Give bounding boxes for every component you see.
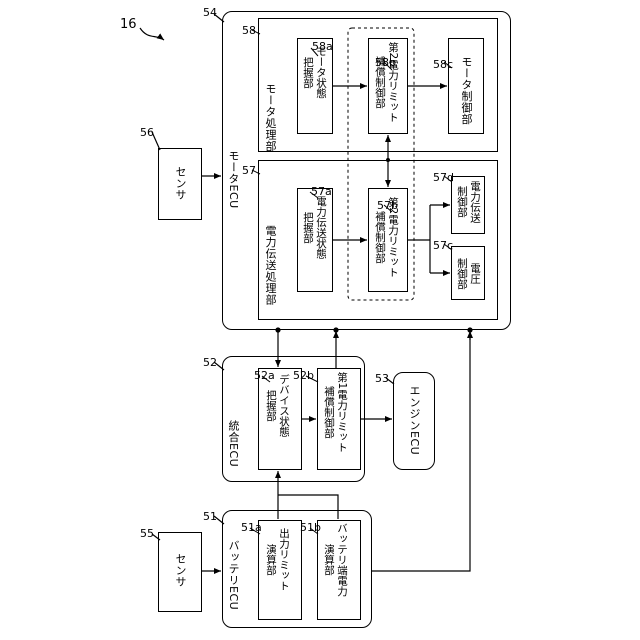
leader-sensor-bottom xyxy=(152,534,160,540)
tick-51a xyxy=(250,528,260,534)
junction-motor-right xyxy=(467,327,472,332)
leader-engine-ecu xyxy=(386,378,394,384)
tick-58a xyxy=(311,48,318,56)
tick-57 xyxy=(252,170,260,174)
dashed-enclosure xyxy=(348,28,414,300)
line-battery-to-motor-right xyxy=(372,332,470,571)
tick-57b xyxy=(384,205,392,212)
tick-57a xyxy=(310,192,318,198)
tick-51b xyxy=(310,528,318,534)
junction-comp-link xyxy=(386,158,390,162)
tick-58b xyxy=(384,62,392,70)
tick-57d xyxy=(444,176,452,182)
junction-motor-mid xyxy=(333,327,338,332)
junction-motor-left xyxy=(275,327,280,332)
leader-integrated-ecu xyxy=(214,362,224,370)
tick-58 xyxy=(252,30,260,34)
tick-52b xyxy=(306,376,318,382)
leader-battery-ecu xyxy=(214,516,224,524)
tick-52a xyxy=(262,376,270,382)
leader-motor-ecu xyxy=(214,14,224,22)
line-battery-power-up xyxy=(278,495,338,519)
leader-sensor-top xyxy=(152,132,160,150)
system-pointer xyxy=(140,28,164,40)
tick-58c xyxy=(444,62,452,68)
tick-57c xyxy=(444,244,452,250)
